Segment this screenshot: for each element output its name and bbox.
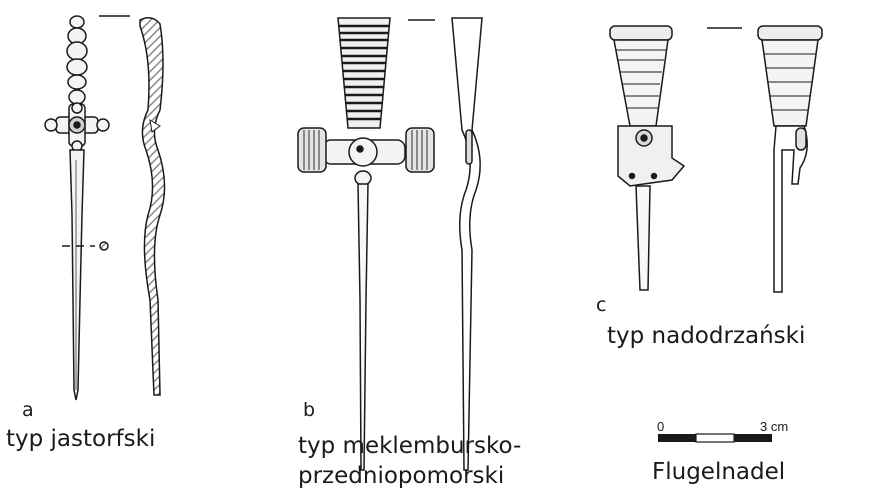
pin-c-drawing [609,25,823,293]
panel-b-letter: b [303,399,316,421]
pin-c-front-view [609,25,742,291]
panel-c-caption: typ nadodrzański [607,323,806,349]
scale-end-label: 3 cm [760,419,789,434]
pin-a-drawing [44,15,166,401]
pin-b-drawing [297,17,483,471]
panel-a-caption: typ jastorfski [6,426,156,452]
pin-b-front-view [297,17,435,471]
panel-c-letter: c [596,294,607,316]
panel-b: b typ meklembursko- przedniopomorski [230,0,560,500]
panel-b-caption-line2: przedniopomorski [298,463,505,489]
pin-a-front-view [44,15,110,401]
panel-c: c typ nadodrzański 0 3 cm Flugelnadel [560,0,870,500]
pin-a-section-view [62,15,166,396]
panel-b-caption-line1: typ meklembursko- [298,433,522,459]
panel-a: a typ jastorfski [0,0,230,500]
pin-b-section-view [451,17,483,471]
figure-title: Flugelnadel [652,459,786,485]
panel-a-letter: a [22,399,34,421]
pin-c-section-view [757,25,823,293]
scale-start-label: 0 [657,419,665,434]
